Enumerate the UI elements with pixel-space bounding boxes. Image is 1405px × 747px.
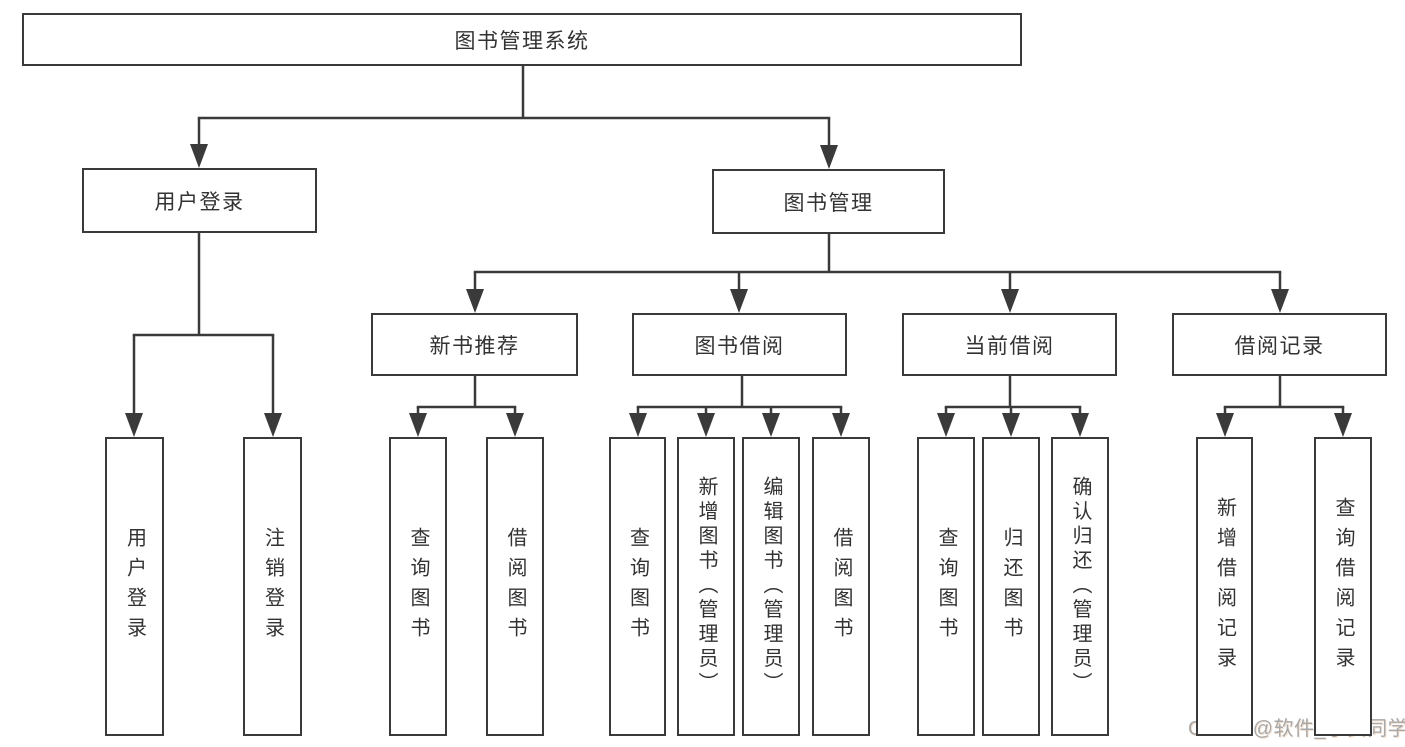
arrowhead-icon [832,413,850,437]
node-cb-query-books: 查询图书 [917,437,975,736]
arrowhead-icon [1271,289,1289,313]
node-user-login: 用户登录 [82,168,317,233]
node-br-add-record: 新增借阅记录 [1196,437,1253,736]
node-label: 用户登录 [154,190,245,214]
node-current-borrow: 当前借阅 [902,313,1117,376]
arrowhead-icon [264,413,282,437]
arrowhead-icon [762,413,780,437]
node-borrow-records: 借阅记录 [1172,313,1387,376]
node-label: 借阅图书 [504,526,526,647]
arrowhead-icon [937,413,955,437]
arrowhead-icon [409,413,427,437]
node-bb-borrow-books: 借阅图书 [812,437,870,736]
node-label: 查询图书 [407,526,429,647]
arrowhead-icon [1071,413,1089,437]
node-nbr-query-books: 查询图书 [389,437,447,736]
node-book-mgmt: 图书管理 [712,169,945,234]
node-label: 确认归还（管理员） [1069,476,1091,697]
node-br-query-record: 查询借阅记录 [1314,437,1372,736]
arrowhead-icon [466,289,484,313]
node-bb-query-books: 查询图书 [609,437,666,736]
node-book-borrow: 图书借阅 [632,313,847,376]
arrowhead-icon [506,413,524,437]
node-label: 查询图书 [935,526,957,647]
node-user-login-action: 用户登录 [105,437,164,736]
node-label: 图书借阅 [694,334,785,358]
node-label: 查询借阅记录 [1332,496,1354,677]
node-label: 编辑图书（管理员） [760,476,782,697]
arrowhead-icon [1216,413,1234,437]
arrowhead-icon [125,413,143,437]
node-label: 图书管理 [783,191,874,215]
node-cb-confirm-return: 确认归还（管理员） [1051,437,1109,736]
node-logout-action: 注销登录 [243,437,302,736]
arrowhead-icon [1002,413,1020,437]
node-bb-add-books: 新增图书（管理员） [677,437,735,736]
node-label: 借阅图书 [830,526,852,647]
node-label: 注销登录 [261,526,284,647]
arrowhead-icon [1001,289,1019,313]
node-label: 查询图书 [626,526,649,647]
node-root: 图书管理系统 [22,13,1022,66]
node-label: 借阅记录 [1234,334,1325,358]
node-label: 新增借阅记录 [1213,496,1236,677]
arrowhead-icon [730,289,748,313]
node-cb-return-books: 归还图书 [982,437,1040,736]
node-label: 归还图书 [1000,526,1022,647]
arrowhead-icon [190,144,208,168]
arrowhead-icon [629,413,647,437]
node-label: 新书推荐 [429,334,520,358]
node-new-book-rec: 新书推荐 [371,313,578,376]
node-label: 当前借阅 [964,334,1055,358]
node-label: 新增图书（管理员） [695,476,717,697]
arrowhead-icon [820,145,838,169]
arrowhead-icon [1334,413,1352,437]
node-bb-edit-books: 编辑图书（管理员） [742,437,800,736]
node-label: 用户登录 [123,526,146,647]
node-label: 图书管理系统 [454,29,590,53]
arrowhead-icon [697,413,715,437]
node-nbr-borrow-books: 借阅图书 [486,437,544,736]
